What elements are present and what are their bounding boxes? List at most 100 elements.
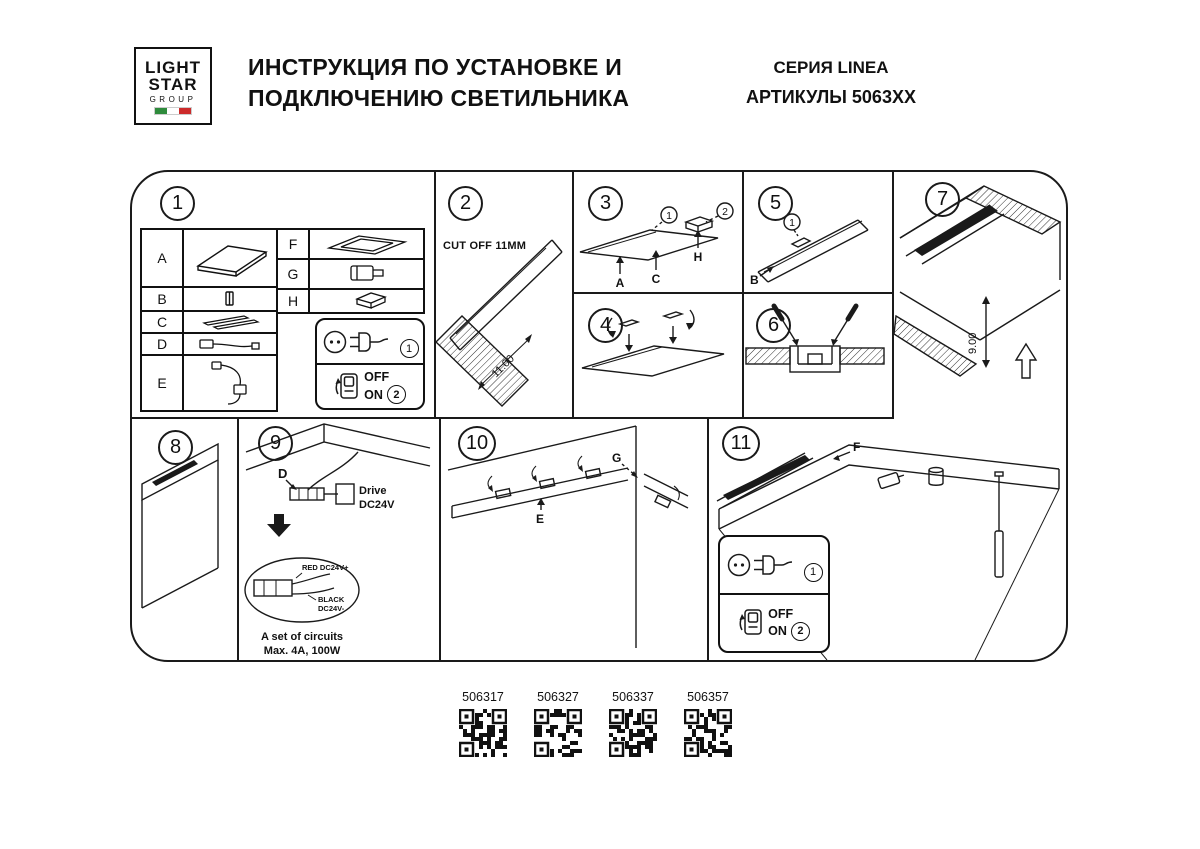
part-label-a: A xyxy=(142,230,184,288)
label-part-h: H xyxy=(694,250,703,264)
parts-table-right: F G H xyxy=(276,228,425,314)
qr-item: 506327 xyxy=(533,690,583,758)
circuits-note-line2: Max. 4A, 100W xyxy=(264,645,341,657)
circuits-note-line1: A set of circuits xyxy=(261,631,343,643)
step-number-3: 3 xyxy=(588,186,623,221)
part-icon-end-cap xyxy=(310,290,425,314)
qr-code xyxy=(683,708,733,758)
part-icon-profile xyxy=(184,230,278,288)
step-number-10: 10 xyxy=(458,426,496,461)
step-number-8: 8 xyxy=(158,430,193,465)
part-icon-strips xyxy=(184,312,278,334)
part-icon-connector-cable xyxy=(184,334,278,356)
lightstar-logo: LIGHT STAR GROUP xyxy=(134,47,212,125)
page-title: ИНСТРУКЦИЯ ПО УСТАНОВКЕ И ПОДКЛЮЧЕНИЮ СВ… xyxy=(248,52,629,114)
step8-diagram xyxy=(141,442,219,609)
cut-off-note: CUT OFF 11MM xyxy=(443,240,527,252)
qr-code xyxy=(533,708,583,758)
wire-black-label-line2: DC24V- xyxy=(318,604,345,613)
step-number-2: 2 xyxy=(448,186,483,221)
part-icon-clip xyxy=(184,288,278,312)
switch-icon xyxy=(739,609,762,635)
part-label-c: C xyxy=(142,312,184,334)
step7-diagram: 9.00 xyxy=(893,185,1062,379)
step-ref-2: 2 xyxy=(722,206,728,218)
step3-diagram: A C H 1 2 xyxy=(579,202,734,290)
divider xyxy=(439,419,441,662)
step-ref-1: 1 xyxy=(666,210,672,222)
step6-diagram xyxy=(745,303,885,373)
diagram-board: 1 2 3 4 5 6 7 8 9 10 11 xyxy=(130,170,1068,662)
step2-diagram: 11.00 xyxy=(435,239,563,407)
part-icon-box-bracket xyxy=(310,260,425,290)
switch-off-label: OFF xyxy=(364,370,390,384)
divider xyxy=(707,419,709,662)
label-part-a: A xyxy=(616,276,625,290)
logo-text-group: GROUP xyxy=(149,94,197,104)
article-506337: 506337 xyxy=(612,690,654,704)
article-506357: 506357 xyxy=(687,690,729,704)
step-number-7: 7 xyxy=(925,182,960,217)
part-label-d: D xyxy=(142,334,184,356)
socket-plug-icon xyxy=(323,330,388,353)
step-number-5: 5 xyxy=(758,186,793,221)
step-number-11: 11 xyxy=(722,426,760,461)
step5-diagram: B 1 xyxy=(750,213,869,287)
divider xyxy=(742,172,744,417)
step-number-4: 4 xyxy=(588,308,623,343)
switch-off-label: OFF xyxy=(768,606,794,621)
plug-socket-row: 1 xyxy=(317,320,423,363)
qr-code xyxy=(458,708,508,758)
socket-plug-icon xyxy=(727,553,792,577)
part-icon-frame xyxy=(310,230,425,260)
drive-label-line2: DC24V xyxy=(359,499,395,511)
divider xyxy=(317,363,423,365)
logo-text-light: LIGHT xyxy=(145,57,201,77)
italian-flag-icon xyxy=(154,106,192,115)
part-label-g: G xyxy=(278,260,310,290)
article-506317: 506317 xyxy=(462,690,504,704)
logo-text-star: STAR xyxy=(148,74,198,94)
step-ref-2: 2 xyxy=(386,385,406,404)
part-label-f: F xyxy=(278,230,310,260)
step-ref-1: 1 xyxy=(789,217,795,229)
drive-label-line1: Drive xyxy=(359,485,387,497)
power-connection-box: 1 OFF ON 2 xyxy=(718,535,830,653)
step9-diagram: D Drive DC24V RED DC24V+ BLACK DC24V- A … xyxy=(244,423,431,657)
qr-item: 506357 xyxy=(683,690,733,758)
qr-code xyxy=(608,708,658,758)
label-part-b: B xyxy=(750,273,759,287)
divider xyxy=(720,593,828,595)
title-line-2: ПОДКЛЮЧЕНИЮ СВЕТИЛЬНИКА xyxy=(248,85,630,111)
step4-diagram xyxy=(581,309,725,377)
label-part-c: C xyxy=(652,272,661,286)
wire-black-label-line1: BLACK xyxy=(318,595,345,604)
article-506327: 506327 xyxy=(537,690,579,704)
label-part-f: F xyxy=(853,440,860,454)
switch-on-label: ON xyxy=(768,624,787,638)
power-connection-box: 1 OFF ON 2 xyxy=(315,318,425,410)
switch-icon xyxy=(335,372,358,399)
part-icon-feed-cable xyxy=(184,356,278,412)
part-label-b: B xyxy=(142,288,184,312)
divider xyxy=(237,419,239,662)
step-ref-1: 1 xyxy=(803,562,823,582)
article-numbers: АРТИКУЛЫ 5063XX xyxy=(746,87,916,107)
step10-diagram: E G xyxy=(447,425,689,648)
step-ref-1: 1 xyxy=(399,339,419,358)
title-line-1: ИНСТРУКЦИЯ ПО УСТАНОВКЕ И xyxy=(248,54,623,80)
switch-row: OFF ON 2 xyxy=(720,595,828,651)
part-label-e: E xyxy=(142,356,184,412)
qr-code-row: 506317 506327 506337 506357 xyxy=(458,690,733,758)
step-number-1: 1 xyxy=(160,186,195,221)
part-label-h: H xyxy=(278,290,310,314)
label-part-e: E xyxy=(536,512,544,526)
switch-row: OFF ON 2 xyxy=(317,365,423,408)
switch-on-label: ON xyxy=(364,387,383,402)
parts-table-left: A B C D E xyxy=(140,228,278,412)
wire-red-label: RED DC24V+ xyxy=(302,563,349,572)
plug-socket-row: 1 xyxy=(720,537,828,593)
series-block: СЕРИЯ LINEA АРТИКУЛЫ 5063XX xyxy=(700,58,962,108)
divider xyxy=(572,292,894,294)
